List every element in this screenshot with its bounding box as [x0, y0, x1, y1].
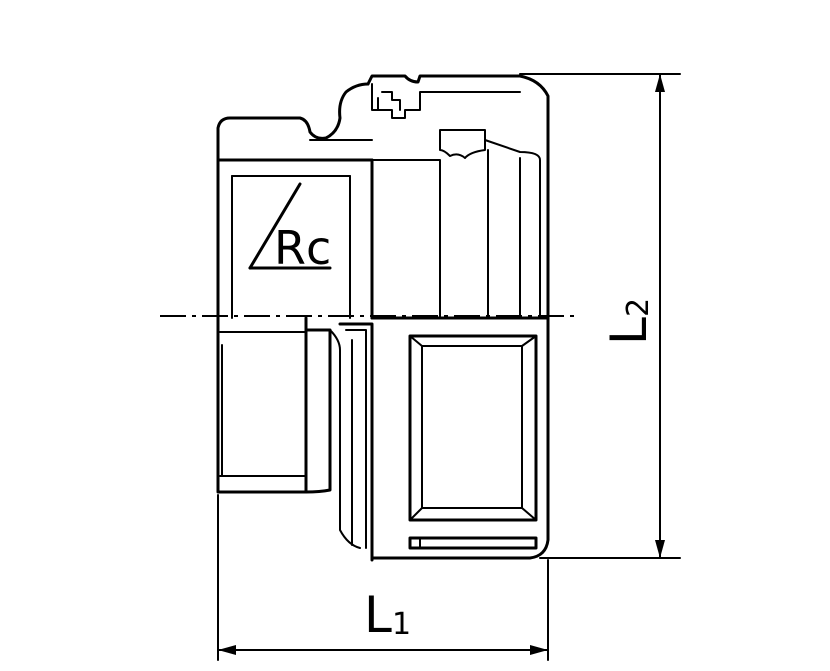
- thread-type-label: Rc: [274, 221, 331, 275]
- dimension-l2: [519, 73, 681, 559]
- dimension-l2-label: L 2: [600, 298, 658, 345]
- dimension-l1-subscript: 1: [392, 607, 411, 642]
- dimension-l2-subscript: 2: [621, 298, 656, 317]
- lower-view-outline: [216, 316, 550, 562]
- dimension-l1: [217, 494, 549, 661]
- upper-section-outline: [216, 74, 550, 320]
- dimension-l1-letter: L: [364, 586, 392, 644]
- dimension-l2-letter: L: [600, 317, 658, 345]
